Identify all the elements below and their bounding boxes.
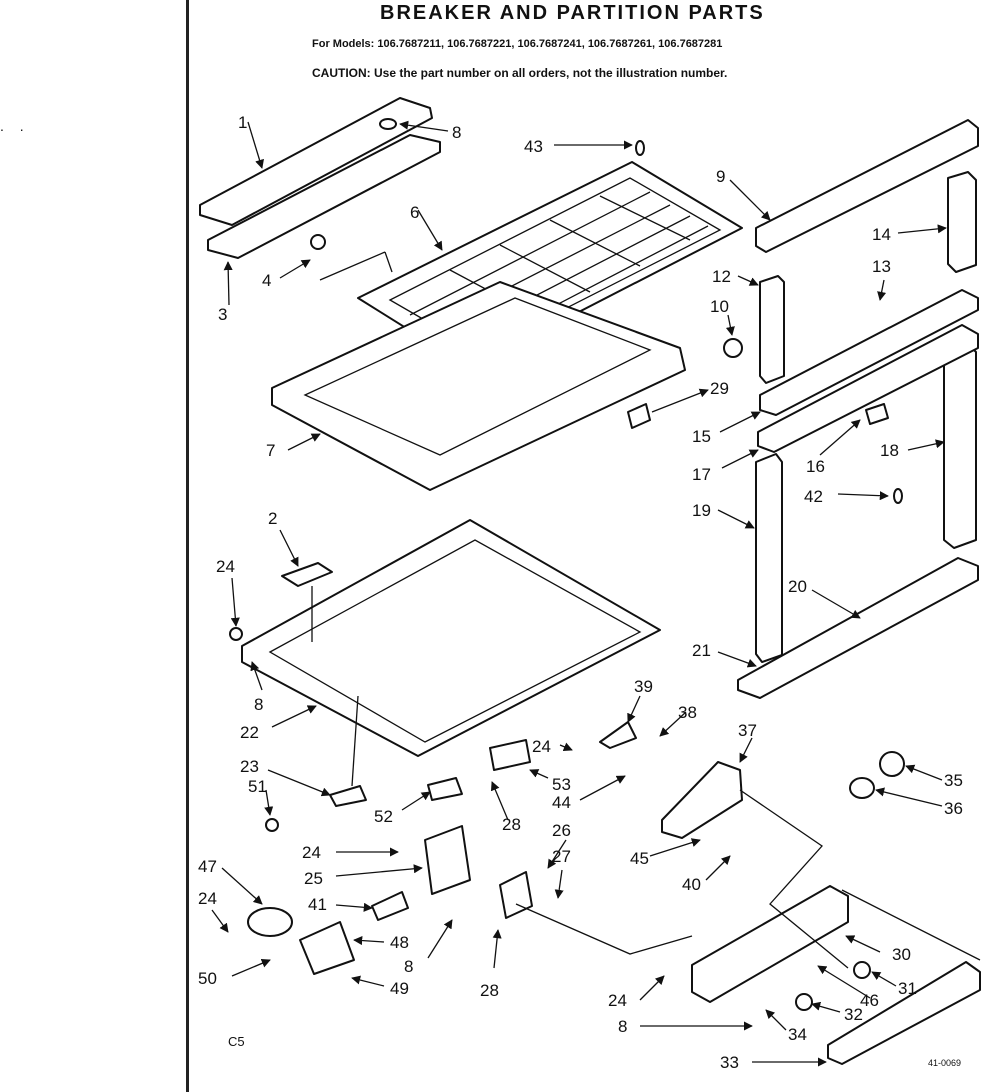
callout-8-tray: 8 <box>254 695 263 714</box>
side-marks: . . <box>0 118 30 134</box>
lower-panel-part <box>271 281 686 491</box>
callout-49: 49 <box>390 979 409 998</box>
callout-10: 10 <box>710 297 729 316</box>
callout-28-bottom: 28 <box>480 981 499 1000</box>
callout-2: 2 <box>268 509 277 528</box>
callout-20: 20 <box>788 577 807 596</box>
callout-40: 40 <box>682 875 701 894</box>
callout-14: 14 <box>872 225 891 244</box>
callout-21: 21 <box>692 641 711 660</box>
callout-34: 34 <box>788 1025 807 1044</box>
callout-50: 50 <box>198 969 217 988</box>
callout-38: 38 <box>678 703 697 722</box>
callout-25: 25 <box>304 869 323 888</box>
diagram-title: BREAKER AND PARTITION PARTS <box>380 2 765 24</box>
callout-43: 43 <box>524 137 543 156</box>
callout-24-tray: 24 <box>216 557 235 576</box>
callout-17: 17 <box>692 465 711 484</box>
post-18 <box>943 341 977 549</box>
callout-44: 44 <box>552 793 571 812</box>
callout-32: 32 <box>844 1005 863 1024</box>
post-12 <box>759 275 785 384</box>
caution-note: CAUTION: Use the part number on all orde… <box>312 66 728 80</box>
bar-15 <box>759 289 979 416</box>
callout-18: 18 <box>880 441 899 460</box>
diagram-code: 41-0069 <box>928 1058 962 1068</box>
callout-37: 37 <box>738 721 757 740</box>
top-strip-part <box>755 119 979 253</box>
callout-8-left: 8 <box>404 957 413 976</box>
callout-47: 47 <box>198 857 217 876</box>
callout-15: 15 <box>692 427 711 446</box>
top-rail-part <box>199 97 441 259</box>
page-code: C5 <box>228 1034 245 1049</box>
callout-33: 33 <box>720 1053 739 1072</box>
tray-part <box>241 519 661 757</box>
callout-7: 7 <box>266 441 275 460</box>
model-list: For Models: 106.7687211, 106.7687221, 10… <box>312 38 723 50</box>
housing-37 <box>661 761 743 839</box>
leader-lines <box>211 120 981 1067</box>
callout-45: 45 <box>630 849 649 868</box>
callout-13: 13 <box>872 257 891 276</box>
callout-23: 23 <box>240 757 259 776</box>
callout-27: 27 <box>552 847 571 866</box>
callout-24-wire: 24 <box>532 737 551 756</box>
housing-30 <box>691 885 849 1003</box>
callout-31: 31 <box>898 979 917 998</box>
callout-1: 1 <box>238 113 247 132</box>
frame-20-21 <box>737 557 979 699</box>
post-14 <box>947 171 977 273</box>
callout-30: 30 <box>892 945 911 964</box>
callout-51: 51 <box>248 777 267 796</box>
callout-28-mid: 28 <box>502 815 521 834</box>
callout-3: 3 <box>218 305 227 324</box>
small-parts <box>229 118 905 1011</box>
callout-24-left: 24 <box>198 889 217 908</box>
binding-line <box>186 0 189 1092</box>
callout-24-switch: 24 <box>302 843 321 862</box>
callout-48: 48 <box>390 933 409 952</box>
callout-42: 42 <box>804 487 823 506</box>
callout-52: 52 <box>374 807 393 826</box>
callout-12: 12 <box>712 267 731 286</box>
callout-labels: 1 2 3 4 6 7 8 8 8 8 8 9 10 12 13 14 15 1… <box>198 113 963 1072</box>
callout-41: 41 <box>308 895 327 914</box>
callout-46: 46 <box>860 991 879 1010</box>
callout-16: 16 <box>806 457 825 476</box>
callout-53: 53 <box>552 775 571 794</box>
callout-35: 35 <box>944 771 963 790</box>
callout-22: 22 <box>240 723 259 742</box>
callout-19: 19 <box>692 501 711 520</box>
callout-8-bottom: 8 <box>618 1017 627 1036</box>
callout-29: 29 <box>710 379 729 398</box>
callout-8-top: 8 <box>452 123 461 142</box>
callout-6: 6 <box>410 203 419 222</box>
callout-39: 39 <box>634 677 653 696</box>
callout-36: 36 <box>944 799 963 818</box>
callout-26: 26 <box>552 821 571 840</box>
bar-17 <box>757 324 979 453</box>
callout-24-bottom: 24 <box>608 991 627 1010</box>
cover-33 <box>827 961 981 1065</box>
block-part-2 <box>281 562 333 587</box>
callout-4: 4 <box>262 271 271 290</box>
callout-9: 9 <box>716 167 725 186</box>
post-19 <box>755 453 783 663</box>
